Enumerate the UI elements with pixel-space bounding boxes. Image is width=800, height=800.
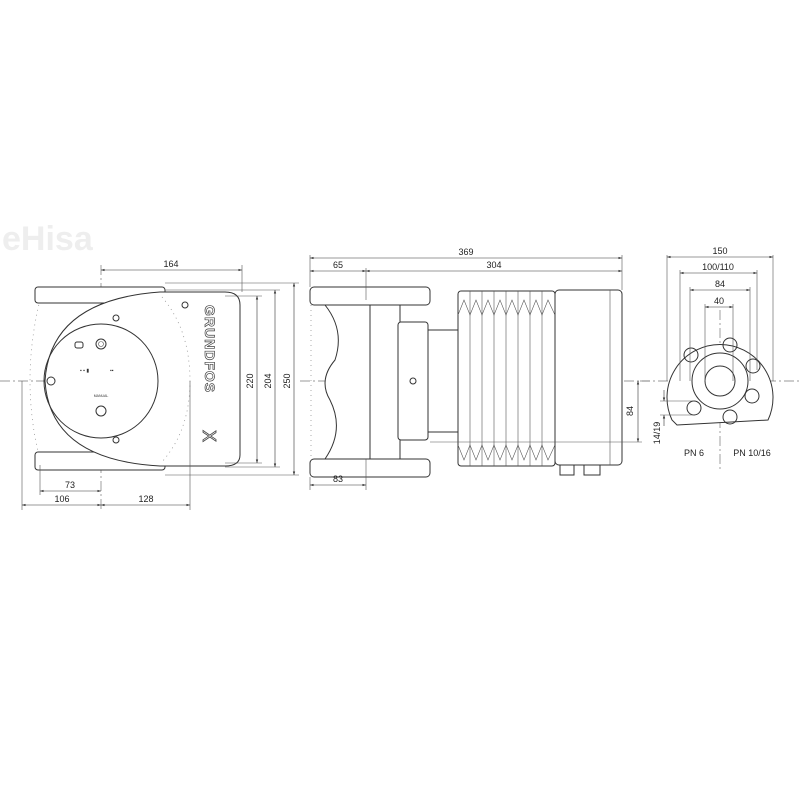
flange-view: 150 100/110 84 40 14/19 PN 6 PN 10/16 [640, 246, 800, 470]
dim-65: 65 [333, 260, 343, 270]
dim-40: 40 [714, 296, 724, 306]
dim-73: 73 [65, 480, 75, 490]
cable-gland [559, 464, 575, 476]
raised-face [691, 352, 749, 410]
dim-204: 204 [263, 373, 273, 388]
dim-83: 83 [333, 474, 343, 484]
x-logo: X [199, 430, 219, 442]
dim-84-side: 84 [625, 406, 635, 416]
dim-100-110: 100/110 [702, 262, 734, 272]
speed-indicators: ▪▪ [110, 368, 114, 374]
dim-106: 106 [54, 494, 69, 504]
dim-14-19: 14/19 [652, 422, 662, 445]
cable-gland [583, 464, 601, 476]
control-head [44, 291, 241, 467]
pump-housing [323, 304, 371, 460]
side-view: 369 65 304 84 83 [300, 247, 650, 490]
dim-164: 164 [163, 259, 178, 269]
dim-250: 250 [282, 373, 292, 388]
cooling-fins [457, 290, 556, 467]
label-pn6: PN 6 [684, 448, 704, 458]
motor-coupling [397, 321, 429, 441]
control-dial [43, 323, 159, 439]
grundfos-logo: GRUNDFOS [202, 305, 218, 393]
terminal-box [554, 289, 623, 466]
inlet-flange [309, 286, 431, 306]
label-pn10-16: PN 10/16 [733, 448, 771, 458]
dim-220: 220 [245, 373, 255, 388]
mode-indicators: ▪ ▪ ▮ [80, 368, 89, 374]
outlet-flange [309, 458, 431, 478]
dim-150: 150 [712, 246, 727, 256]
dim-369: 369 [458, 247, 473, 257]
dim-128: 128 [138, 494, 153, 504]
watermark-logo: eHisa [2, 220, 94, 258]
dim-84-flange: 84 [715, 279, 725, 289]
front-view: ▪ ▪ ▮ ▪▪ MANUAL GRUNDFOS X 164 220 204 2… [0, 259, 299, 510]
manual-label: MANUAL [94, 394, 109, 398]
dim-304: 304 [486, 260, 501, 270]
